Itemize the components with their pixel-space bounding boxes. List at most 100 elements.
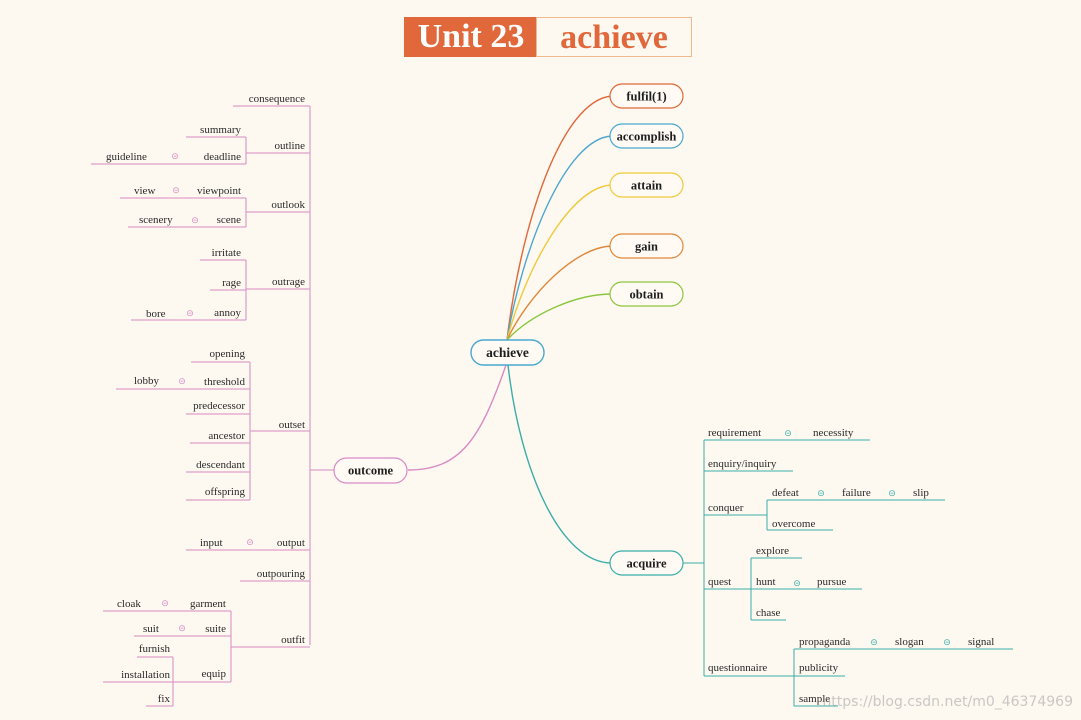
word-bore: bore	[146, 308, 166, 320]
word-cloak: cloak	[117, 598, 141, 610]
word-ancestor: ancestor	[208, 430, 245, 442]
word-furnish: furnish	[139, 643, 171, 655]
outcome-node	[333, 457, 408, 484]
acquire-equivalence-icons: ⊝ ⊝ ⊝ ⊝ ⊝ ⊝	[784, 429, 951, 648]
word-outfit: outfit	[281, 634, 305, 646]
word-outline: outline	[274, 140, 305, 152]
node-accomplish	[609, 123, 684, 149]
word-offspring: offspring	[205, 486, 246, 498]
word-slogan: slogan	[895, 636, 924, 648]
word-consequence: consequence	[249, 93, 305, 105]
node-gain-label: gain	[635, 240, 658, 254]
equivalence-icon: ⊝	[784, 429, 792, 439]
word-threshold: threshold	[204, 376, 245, 388]
node-fulfil-label: fulfil(1)	[626, 90, 666, 104]
branch-acquire	[507, 364, 613, 564]
acquire-node	[609, 550, 684, 576]
acquire-node-label: acquire	[626, 557, 666, 571]
node-obtain	[609, 281, 684, 307]
equivalence-icon: ⊝	[870, 638, 878, 648]
word-overcome: overcome	[772, 518, 815, 530]
word-conquer: conquer	[708, 502, 744, 514]
equivalence-icon: ⊝	[817, 489, 825, 499]
acquire-words: requirement necessity enquiry/inquiry co…	[708, 427, 994, 705]
word-suite: suite	[205, 623, 226, 635]
node-attain	[609, 172, 684, 198]
word-outset: outset	[279, 419, 305, 431]
title-word: achieve	[560, 19, 668, 56]
word-garment: garment	[190, 598, 226, 610]
node-gain	[609, 233, 684, 259]
node-attain-label: attain	[631, 179, 662, 193]
outcome-tree-lines	[91, 105, 334, 707]
word-lobby: lobby	[134, 375, 160, 387]
word-output: output	[277, 537, 305, 549]
word-scenery: scenery	[139, 214, 173, 226]
word-publicity: publicity	[799, 662, 839, 674]
node-obtain-label: obtain	[629, 288, 663, 302]
word-suit: suit	[143, 623, 159, 635]
equivalence-icon: ⊝	[191, 216, 199, 226]
word-failure: failure	[842, 487, 871, 499]
title-word-banner: achieve	[536, 17, 692, 57]
equivalence-icon: ⊝	[172, 186, 180, 196]
branch-obtain	[506, 293, 613, 341]
word-installation: installation	[121, 669, 170, 681]
equivalence-icon: ⊝	[161, 599, 169, 609]
synonym-nodes: fulfil(1) accomplish attain gain obtain	[609, 83, 684, 307]
word-opening: opening	[210, 348, 246, 360]
word-slip: slip	[913, 487, 929, 499]
word-signal: signal	[968, 636, 994, 648]
word-view: view	[134, 185, 155, 197]
branch-gain	[506, 245, 613, 341]
outcome-equivalence-icons: ⊝ ⊝ ⊝ ⊝ ⊝ ⊝ ⊝ ⊝	[161, 152, 254, 634]
equivalence-icon: ⊝	[246, 538, 254, 548]
node-accomplish-label: accomplish	[617, 130, 677, 144]
word-sample: sample	[799, 693, 830, 705]
word-outlook: outlook	[271, 199, 305, 211]
center-node-label: achieve	[486, 345, 529, 360]
word-quest: quest	[708, 576, 731, 588]
word-rage: rage	[222, 277, 241, 289]
word-deadline: deadline	[204, 151, 241, 163]
equivalence-icon: ⊝	[178, 377, 186, 387]
word-annoy: annoy	[214, 307, 241, 319]
equivalence-icon: ⊝	[888, 489, 896, 499]
word-irritate: irritate	[212, 247, 241, 259]
word-necessity: necessity	[813, 427, 854, 439]
equivalence-icon: ⊝	[186, 309, 194, 319]
word-questionnaire: questionnaire	[708, 662, 767, 674]
equivalence-icon: ⊝	[943, 638, 951, 648]
word-guideline: guideline	[106, 151, 147, 163]
word-input: input	[200, 537, 223, 549]
equivalence-icon: ⊝	[793, 579, 801, 589]
outcome-node-label: outcome	[348, 464, 394, 478]
word-scene: scene	[217, 214, 242, 226]
word-outrage: outrage	[272, 276, 305, 288]
equivalence-icon: ⊝	[178, 624, 186, 634]
word-explore: explore	[756, 545, 789, 557]
word-hunt: hunt	[756, 576, 776, 588]
word-chase: chase	[756, 607, 781, 619]
word-propaganda: propaganda	[799, 636, 850, 648]
outcome-words: consequence outline summary deadline gui…	[106, 93, 305, 705]
word-summary: summary	[200, 124, 241, 136]
equivalence-icon: ⊝	[171, 152, 179, 162]
title-unit-banner: Unit 23	[404, 17, 538, 57]
branch-fulfil	[506, 95, 613, 341]
center-node	[470, 339, 545, 366]
watermark: https://blog.csdn.net/m0_46374969	[822, 694, 1073, 710]
word-viewpoint: viewpoint	[197, 185, 241, 197]
synonym-branches	[407, 95, 613, 564]
word-requirement: requirement	[708, 427, 761, 439]
title-unit: Unit 23	[417, 18, 525, 55]
word-predecessor: predecessor	[193, 400, 245, 412]
word-descendant: descendant	[196, 459, 245, 471]
word-defeat: defeat	[772, 487, 799, 499]
branch-accomplish	[506, 135, 613, 341]
branch-attain	[506, 184, 613, 341]
branch-outcome	[407, 364, 507, 471]
word-outpouring: outpouring	[257, 568, 306, 580]
word-fix: fix	[158, 693, 171, 705]
